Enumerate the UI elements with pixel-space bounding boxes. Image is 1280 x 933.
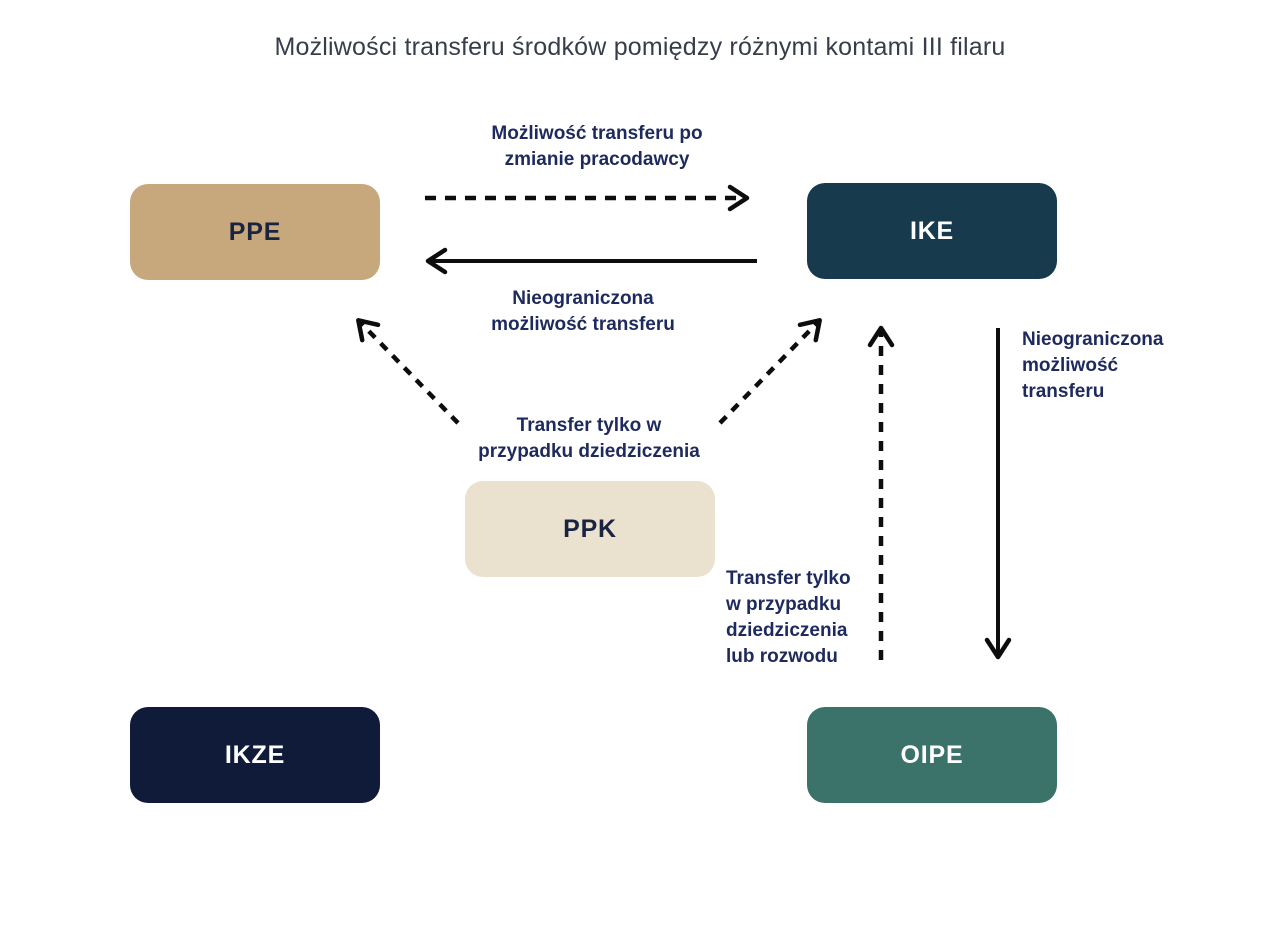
- edge-label-ike-to-oipe: Nieograniczona możliwość transferu: [1022, 329, 1164, 402]
- edge-label-oipe-to-ike: Transfer tylko w przypadku dziedziczenia…: [726, 568, 851, 667]
- node-ikze-label: IKZE: [224, 740, 286, 769]
- node-ike: IKE: [807, 183, 1057, 279]
- edge-label-ike-to-ppe: Nieograniczona możliwość transferu: [491, 288, 675, 335]
- node-ppk: PPK: [465, 481, 715, 577]
- edge-label-ppk-transfers: Transfer tylko w przypadku dziedziczenia: [478, 415, 700, 462]
- arrow-ppk-to-ike-icon: [718, 318, 822, 425]
- node-ikze: IKZE: [130, 707, 380, 803]
- node-ike-label: IKE: [909, 216, 955, 245]
- edge-label-ppe-to-ike: Możliwość transferu po zmianie pracodawc…: [491, 123, 703, 170]
- diagram-title: Możliwości transferu środków pomiędzy ró…: [274, 33, 1006, 61]
- node-oipe: OIPE: [807, 707, 1057, 803]
- node-ppe-label: PPE: [228, 217, 282, 246]
- node-ppe: PPE: [130, 184, 380, 280]
- node-ppk-label: PPK: [563, 514, 617, 543]
- arrow-ppk-to-ppe-icon: [356, 318, 460, 425]
- node-oipe-label: OIPE: [900, 740, 964, 769]
